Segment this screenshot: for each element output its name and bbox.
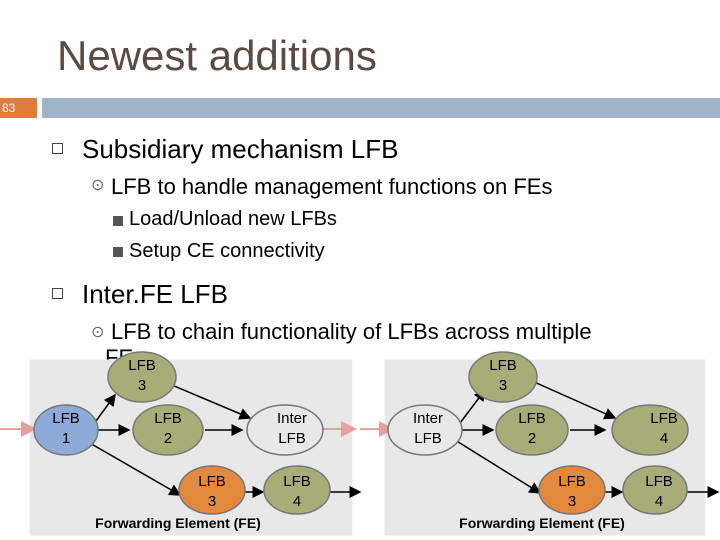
right-lfb3b-node: LFB 3 — [538, 465, 606, 515]
right-lfb3b-num: 3 — [568, 493, 576, 510]
bullet-circle-icon: ⊙ — [91, 324, 105, 341]
left-lfb3a-num: 3 — [138, 377, 146, 394]
left-lfb3b-label: LFB — [198, 473, 226, 490]
bullet-filled-square-icon — [113, 216, 123, 226]
right-lfb3a-label: LFB — [489, 357, 517, 374]
bullet-interfe: Inter.FE LFB — [82, 279, 228, 309]
right-lfb2-num: 2 — [528, 430, 536, 447]
forwarding-element-diagram: LFB 1 LFB 3 LFB 2 Inter LFB LFB 3 LFB 4 … — [0, 351, 720, 536]
right-lfb3a-num: 3 — [499, 377, 507, 394]
bullet-setup-ce: Setup CE connectivity — [129, 240, 325, 262]
bullet-subsidiary: Subsidiary mechanism LFB — [82, 134, 399, 164]
left-lfb1-label: LFB — [52, 410, 80, 427]
right-lfb4b-label: LFB — [645, 473, 673, 490]
left-lfb1-node: LFB 1 — [33, 404, 99, 456]
bullet-square-icon — [52, 288, 63, 299]
right-lfb4a-num: 4 — [660, 430, 668, 447]
right-lfb4b-node: LFB 4 — [622, 465, 688, 515]
left-lfb1-num: 1 — [62, 430, 70, 447]
bullet-circle-icon: ⊙ — [91, 177, 105, 194]
slide-title: Newest additions — [57, 32, 377, 79]
left-lfb4-node: LFB 4 — [263, 465, 331, 515]
left-lfb3b-num: 3 — [208, 493, 216, 510]
left-fe-label: Forwarding Element (FE) — [95, 515, 261, 531]
right-inter-lfb-node: Inter LFB — [387, 404, 463, 456]
left-lfb3b-node: LFB 3 — [178, 465, 246, 515]
left-lfb2-label: LFB — [154, 410, 182, 427]
left-lfb2-node: LFB 2 — [132, 404, 204, 456]
right-lfb3b-label: LFB — [558, 473, 586, 490]
right-lfb4a-label: LFB — [650, 410, 678, 427]
right-fe-label: Forwarding Element (FE) — [459, 515, 625, 531]
left-lfb3a-label: LFB — [128, 357, 156, 374]
right-lfb2-label: LFB — [518, 410, 546, 427]
right-inter-sub: LFB — [414, 430, 442, 447]
right-lfb3a-node: LFB 3 — [468, 351, 538, 403]
right-inter-label: Inter — [413, 410, 443, 427]
left-inter-lfb-node: Inter LFB — [246, 404, 324, 456]
slide-number: 83 — [0, 98, 37, 118]
left-inter-label: Inter — [277, 410, 307, 427]
left-lfb4-label: LFB — [283, 473, 311, 490]
left-lfb4-num: 4 — [293, 493, 301, 510]
right-lfb4a-node: LFB 4 — [611, 404, 689, 456]
left-lfb3a-node: LFB 3 — [107, 351, 177, 403]
bullet-chain: LFB to chain functionality of LFBs acros… — [111, 319, 592, 344]
left-inter-sub: LFB — [278, 430, 306, 447]
bullet-management: LFB to handle management functions on FE… — [111, 174, 553, 199]
bullet-square-icon — [52, 143, 63, 154]
header-bar — [42, 98, 720, 118]
bullet-load-unload: Load/Unload new LFBs — [129, 208, 337, 230]
right-lfb4b-num: 4 — [655, 493, 663, 510]
bullet-filled-square-icon — [113, 247, 123, 257]
left-lfb2-num: 2 — [164, 430, 172, 447]
right-lfb2-node: LFB 2 — [495, 404, 569, 456]
